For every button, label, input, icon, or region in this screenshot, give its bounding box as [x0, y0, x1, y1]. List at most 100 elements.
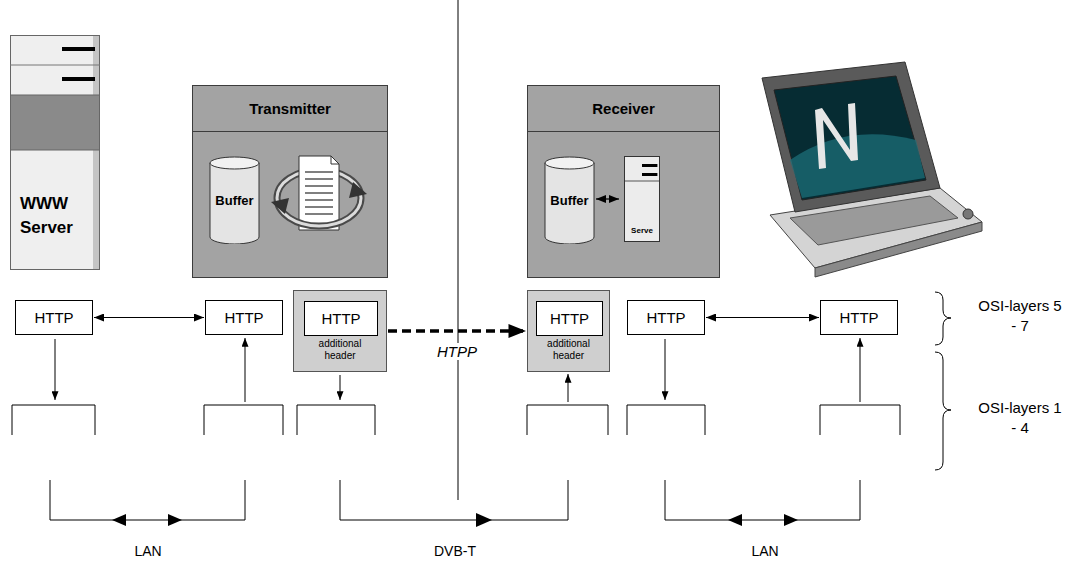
- up-arrow: [568, 374, 569, 402]
- drive-slot: [62, 77, 95, 81]
- network-label: LAN: [134, 543, 161, 559]
- device-panel: TransmitterBuffer: [192, 85, 388, 278]
- layer-box: [820, 405, 900, 435]
- text-line: [305, 185, 333, 187]
- protocol-box: HTTP: [820, 300, 898, 335]
- node-label: HTTP: [34, 309, 73, 326]
- up-arrow: [860, 338, 861, 402]
- up-arrow: [245, 338, 246, 402]
- divider-line: [458, 0, 459, 500]
- layer-box: [297, 405, 375, 435]
- screen-glow: [790, 134, 925, 198]
- layer-box: [627, 405, 705, 435]
- server-icon: Serve: [620, 156, 664, 242]
- laptop-screen: [774, 76, 926, 200]
- page-fold: [331, 156, 339, 164]
- header-box: additional header HTTP: [527, 290, 610, 372]
- network-arrowheads: [112, 513, 798, 527]
- protocol-box: HTTP: [536, 301, 603, 336]
- device-title: Receiver: [528, 86, 719, 132]
- node-label: Serve: [631, 226, 653, 235]
- node-label: HTTP: [839, 309, 878, 326]
- tower-side: [93, 36, 99, 269]
- ring-arrowhead: [349, 182, 367, 198]
- laptop-front: [815, 222, 982, 277]
- server-tower: WWW Server: [10, 35, 100, 270]
- document-page: [299, 156, 339, 230]
- ring-arrowhead: [271, 198, 289, 214]
- arrowhead: [112, 514, 126, 526]
- node-label: Buffer: [550, 193, 588, 208]
- connector-arrow: [596, 198, 619, 199]
- network-label: DVB-T: [434, 543, 476, 559]
- header-box: additional header HTTP: [293, 290, 387, 372]
- dashed-arrow: [388, 329, 526, 333]
- text-line: [305, 213, 333, 215]
- laptop-illustration: [762, 62, 982, 277]
- drive-slot: [642, 173, 657, 176]
- dvbt-line: [340, 480, 568, 520]
- rotation-ring: [277, 198, 361, 226]
- text-line: [305, 206, 333, 208]
- rotating-document-icon: [269, 148, 369, 248]
- network-lines: [50, 480, 860, 520]
- layer-box: [12, 405, 95, 435]
- drive-slot: [62, 47, 95, 51]
- node-label: HTTP: [646, 309, 685, 326]
- node-label: Buffer: [215, 193, 253, 208]
- network-label: LAN: [751, 543, 778, 559]
- text-line: [305, 171, 333, 173]
- device-title: Transmitter: [193, 86, 387, 132]
- buffer-cylinder: Buffer: [209, 156, 260, 244]
- connector-arrow: [94, 317, 204, 318]
- node-label: additional header: [538, 338, 600, 361]
- protocol-box: HTTP: [205, 300, 283, 335]
- lan-line: [665, 480, 860, 520]
- tower-band: [11, 95, 100, 150]
- text-line: [305, 199, 333, 201]
- text-line: [305, 178, 333, 180]
- protocol-box: HTTP: [304, 301, 378, 336]
- laptop-trackball: [963, 209, 973, 219]
- down-arrow: [55, 339, 56, 400]
- cylinder-body: [545, 163, 594, 244]
- node-label: additional header: [309, 338, 371, 361]
- edge-label: HTPP: [435, 343, 479, 360]
- protocol-box: HTTP: [627, 300, 705, 335]
- layer-braces: [935, 292, 951, 470]
- text-line: [305, 192, 333, 194]
- arrowhead: [168, 514, 182, 526]
- server-body: [625, 157, 660, 242]
- lower-layer-boxes: [12, 405, 900, 435]
- buffer-cylinder: Buffer: [544, 156, 595, 244]
- down-arrow: [665, 339, 666, 400]
- connector-arrow: [706, 317, 819, 318]
- node-label: HTTP: [550, 310, 589, 327]
- cylinder-top: [210, 157, 259, 169]
- node-label: HTTP: [224, 309, 263, 326]
- arrowhead: [784, 514, 798, 526]
- drive-slot: [642, 164, 657, 167]
- device-panel: ReceiverBufferServe: [527, 85, 720, 278]
- brace: [935, 292, 951, 345]
- node-label: HTTP: [321, 310, 360, 327]
- laptop-lid: [762, 62, 940, 212]
- layer-box: [527, 405, 608, 435]
- rotation-ring: [277, 198, 361, 226]
- protocol-box: HTTP: [15, 300, 93, 335]
- browser-logo: [815, 103, 858, 169]
- node-label: WWW Server: [20, 192, 90, 240]
- bay-line: [10, 65, 100, 66]
- arrowhead: [476, 513, 492, 527]
- layer-box: [204, 405, 283, 435]
- bay-line: [625, 181, 659, 182]
- lan-line: [50, 480, 245, 520]
- down-arrow: [340, 375, 341, 400]
- layer-arrows: [55, 338, 860, 402]
- tower-body: [11, 36, 100, 270]
- layer-label: OSI-layers 5 - 7: [974, 296, 1066, 335]
- layer-label: OSI-layers 1 - 4: [974, 398, 1066, 437]
- cylinder-body: [210, 163, 259, 244]
